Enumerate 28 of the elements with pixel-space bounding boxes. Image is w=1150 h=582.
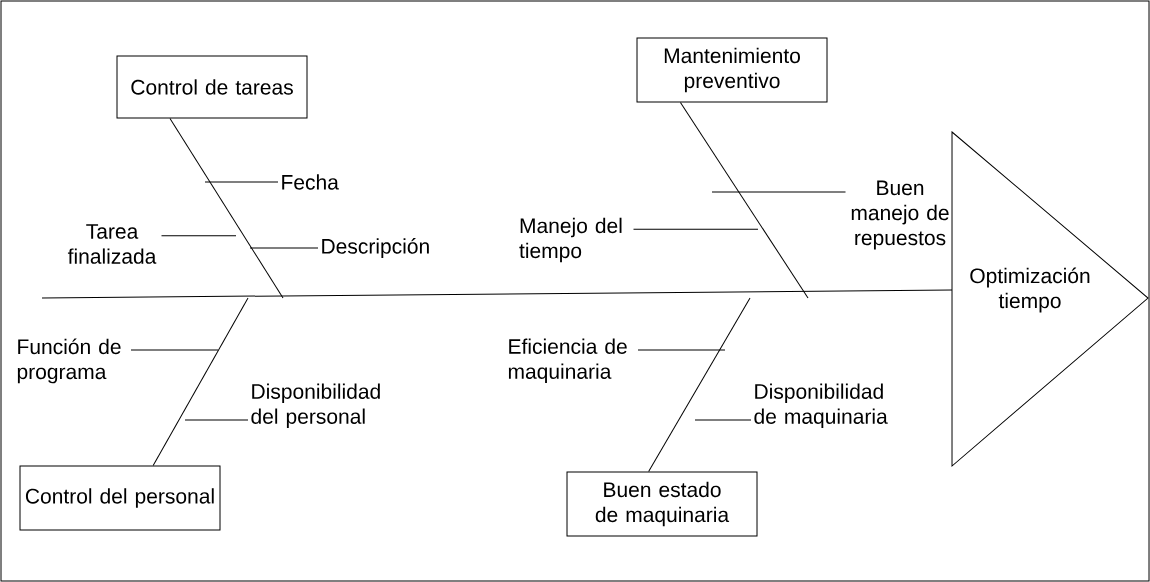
cause-box: Buen estado de maquinaria xyxy=(566,471,758,537)
bone-line xyxy=(152,297,249,466)
leader-line xyxy=(694,419,752,421)
leader-line xyxy=(130,349,219,351)
bone-line xyxy=(169,118,284,299)
leader-line xyxy=(161,235,237,237)
cause-label: Disponibilidad de maquinaria xyxy=(754,383,888,429)
leader-line xyxy=(637,349,726,351)
cause-box: Control del personal xyxy=(19,465,221,531)
leader-line xyxy=(249,247,319,249)
cause-label: Buen manejo de repuestos xyxy=(851,180,949,250)
spine-line xyxy=(41,289,953,299)
cause-label: Fecha xyxy=(282,174,339,190)
effect-triangle: Optimización tiempo xyxy=(951,131,1149,467)
cause-label: Eficiencia de maquinaria xyxy=(508,338,627,384)
bone-line xyxy=(648,297,751,472)
cause-label: Función de programa xyxy=(17,338,121,384)
leader-line xyxy=(633,228,759,230)
cause-box: Control de tareas xyxy=(116,55,308,119)
cause-label: Disponibilidad del personal xyxy=(251,383,380,429)
leader-line xyxy=(711,191,846,193)
cause-label: Descripción xyxy=(322,238,429,258)
cause-box: Mantenimiento preventivo xyxy=(636,37,828,103)
bone-line xyxy=(679,102,809,299)
leader-line xyxy=(184,419,249,421)
leader-line xyxy=(204,181,279,183)
cause-label: Tarea finalizada xyxy=(67,224,157,264)
cause-label: Manejo del tiempo xyxy=(519,217,622,263)
